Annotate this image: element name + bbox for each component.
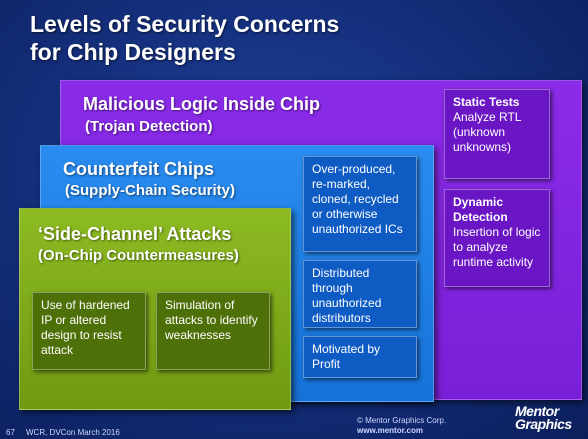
footer-copyright-block: © Mentor Graphics Corp. www.mentor.com	[357, 416, 446, 436]
footer-url: www.mentor.com	[357, 426, 423, 435]
counterfeit-chips-subheading: (Supply-Chain Security)	[65, 182, 236, 199]
motivated-by-profit-box: Motivated by Profit	[303, 336, 417, 378]
simulation-box: Simulation of attacks to identify weakne…	[156, 292, 270, 370]
distributed-box: Distributed through unauthorized distrib…	[303, 260, 417, 328]
dynamic-detection-box: Dynamic Detection Insertion of logic to …	[444, 189, 550, 287]
malicious-logic-heading: Malicious Logic Inside Chip	[83, 94, 321, 114]
logo-line-2: Graphics	[515, 416, 572, 432]
mentor-graphics-logo: Mentor Graphics	[515, 403, 583, 432]
slide-title-line-2: for Chip Designers	[30, 39, 236, 65]
slide-title-line-1: Levels of Security Concerns	[30, 11, 340, 37]
side-channel-heading: ‘Side-Channel’ Attacks	[38, 224, 232, 244]
static-tests-title: Static Tests	[453, 95, 520, 109]
page-number: 67	[6, 428, 15, 437]
copyright-text: © Mentor Graphics Corp.	[357, 416, 447, 425]
dynamic-detection-text: Insertion of logic to analyze runtime ac…	[453, 225, 541, 269]
side-channel-layer: ‘Side-Channel’ Attacks (On-Chip Counterm…	[19, 208, 291, 410]
footer-event: WCR, DVCon March 2016	[26, 428, 120, 437]
malicious-logic-subheading: (Trojan Detection)	[85, 118, 213, 135]
static-tests-text: Analyze RTL (unknown unknowns)	[453, 110, 522, 154]
overproduced-box: Over-produced, re-marked, cloned, recycl…	[303, 156, 417, 252]
side-channel-subheading: (On-Chip Countermeasures)	[38, 247, 239, 264]
slide-title: Levels of Security Concerns for Chip Des…	[30, 10, 339, 66]
counterfeit-chips-heading: Counterfeit Chips	[63, 159, 214, 179]
static-tests-box: Static Tests Analyze RTL (unknown unknow…	[444, 89, 550, 179]
hardened-ip-box: Use of hardened IP or altered design to …	[32, 292, 146, 370]
dynamic-detection-title: Dynamic Detection	[453, 195, 508, 224]
logo-line-1: Mentor	[515, 403, 559, 419]
